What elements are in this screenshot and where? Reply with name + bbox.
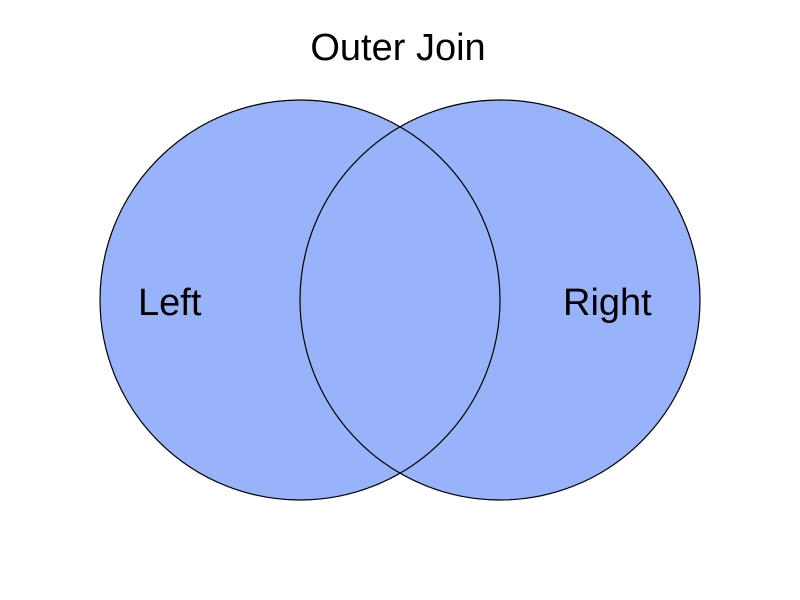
left-set-outline	[99, 99, 501, 501]
right-set-label: Right	[563, 282, 652, 324]
left-set-label: Left	[138, 282, 202, 324]
right-set-outline	[299, 99, 701, 501]
diagram-title: Outer Join	[310, 27, 485, 69]
